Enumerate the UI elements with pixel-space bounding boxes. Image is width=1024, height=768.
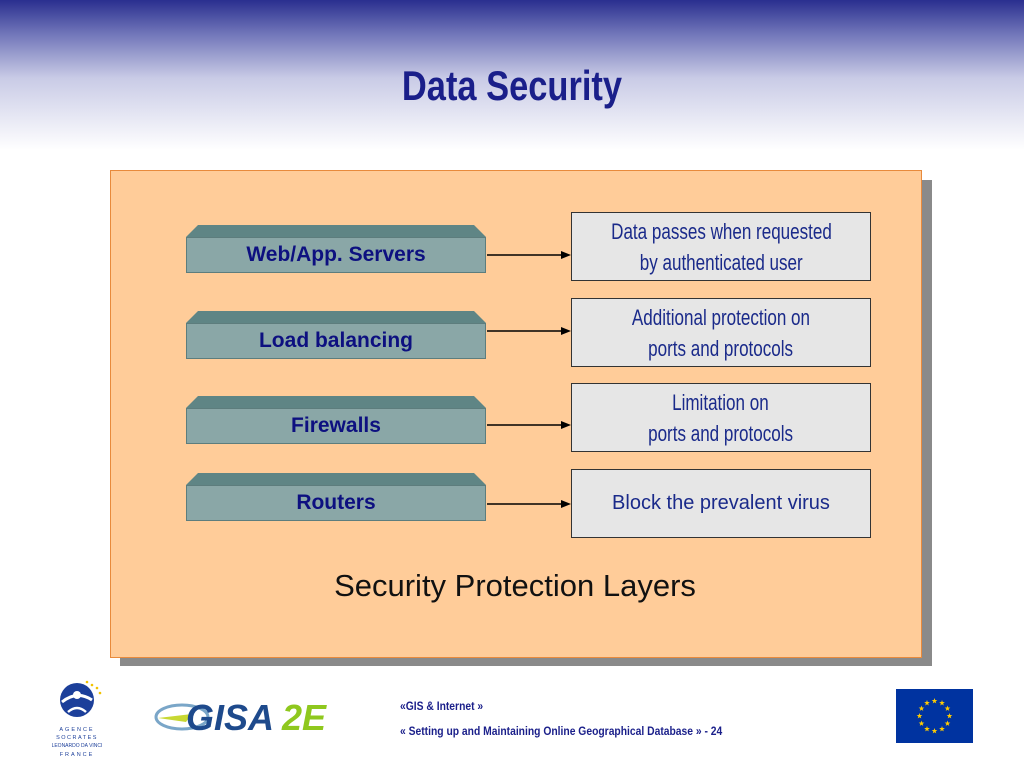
eu-star-icon [939, 700, 945, 706]
eu-star-icon [931, 728, 938, 734]
eu-star-icon [924, 700, 930, 706]
eu-star-icon [916, 713, 923, 719]
eu-star-icon [924, 725, 930, 732]
description-line: by authenticated user [639, 249, 803, 275]
layer-firewalls: Firewalls [186, 396, 486, 444]
layer-routers: Routers [186, 473, 486, 521]
description-line: ports and protocols [648, 335, 794, 361]
svg-text:AGENCE: AGENCE [59, 727, 94, 733]
layer-bevel [186, 311, 486, 323]
description-line: Block the prevalent virus [612, 492, 830, 514]
eu-star-icon [931, 698, 938, 704]
svg-text:SOCRATES: SOCRATES [56, 735, 98, 741]
gisa2e-logo: GISA 2E [154, 697, 327, 738]
description-line: Additional protection on [631, 304, 811, 330]
arrow-connector [487, 420, 571, 430]
layer-description: Additional protection on ports and protoc… [571, 298, 871, 367]
layer-label: Load balancing [186, 323, 486, 359]
svg-text:LEONARDO DA VINCI: LEONARDO DA VINCI [52, 743, 103, 749]
layer-label: Routers [186, 485, 486, 521]
layer-bevel [186, 225, 486, 237]
layer-label: Web/App. Servers [186, 237, 486, 273]
eu-star-icon [939, 725, 945, 732]
arrow-connector [487, 250, 571, 260]
arrow-right-icon [487, 251, 571, 259]
svg-text:2E: 2E [281, 697, 327, 738]
arrow-connector [487, 326, 571, 336]
layer-description: Block the prevalent virus [571, 469, 871, 538]
layer-bevel [186, 473, 486, 485]
eu-star-icon [946, 713, 953, 719]
arrow-connector [487, 499, 571, 509]
diagram-caption: Security Protection Layers [334, 568, 696, 603]
layer-load-balancing: Load balancing [186, 311, 486, 359]
eu-flag-logo [896, 689, 973, 743]
description-line: Data passes when requested [610, 218, 832, 244]
socrates-agency-logo: AGENCE SOCRATES LEONARDO DA VINCI FRANCE [52, 680, 103, 758]
description-line: ports and protocols [648, 420, 794, 446]
slide-title: Data Security [401, 62, 623, 109]
eu-star-icon [944, 720, 951, 726]
description-line: Limitation on [672, 389, 770, 415]
arrow-right-icon [487, 500, 571, 508]
layer-description: Data passes when requested by authenticat… [571, 212, 871, 281]
svg-text:FRANCE: FRANCE [60, 752, 95, 758]
layer-description: Limitation on ports and protocols [571, 383, 871, 452]
layer-bevel [186, 396, 486, 408]
eu-star-icon [918, 705, 925, 711]
eu-star-icon [944, 705, 951, 711]
svg-text:GISA: GISA [186, 697, 274, 738]
footer-course-title: «GIS & Internet » [400, 699, 484, 713]
eu-star-icon [918, 720, 925, 726]
layer-web-app-servers: Web/App. Servers [186, 225, 486, 273]
arrow-right-icon [487, 421, 571, 429]
footer-module-title: « Setting up and Maintaining Online Geog… [400, 724, 723, 738]
layer-label: Firewalls [186, 408, 486, 444]
header-gradient [0, 0, 1024, 150]
arrow-right-icon [487, 327, 571, 335]
